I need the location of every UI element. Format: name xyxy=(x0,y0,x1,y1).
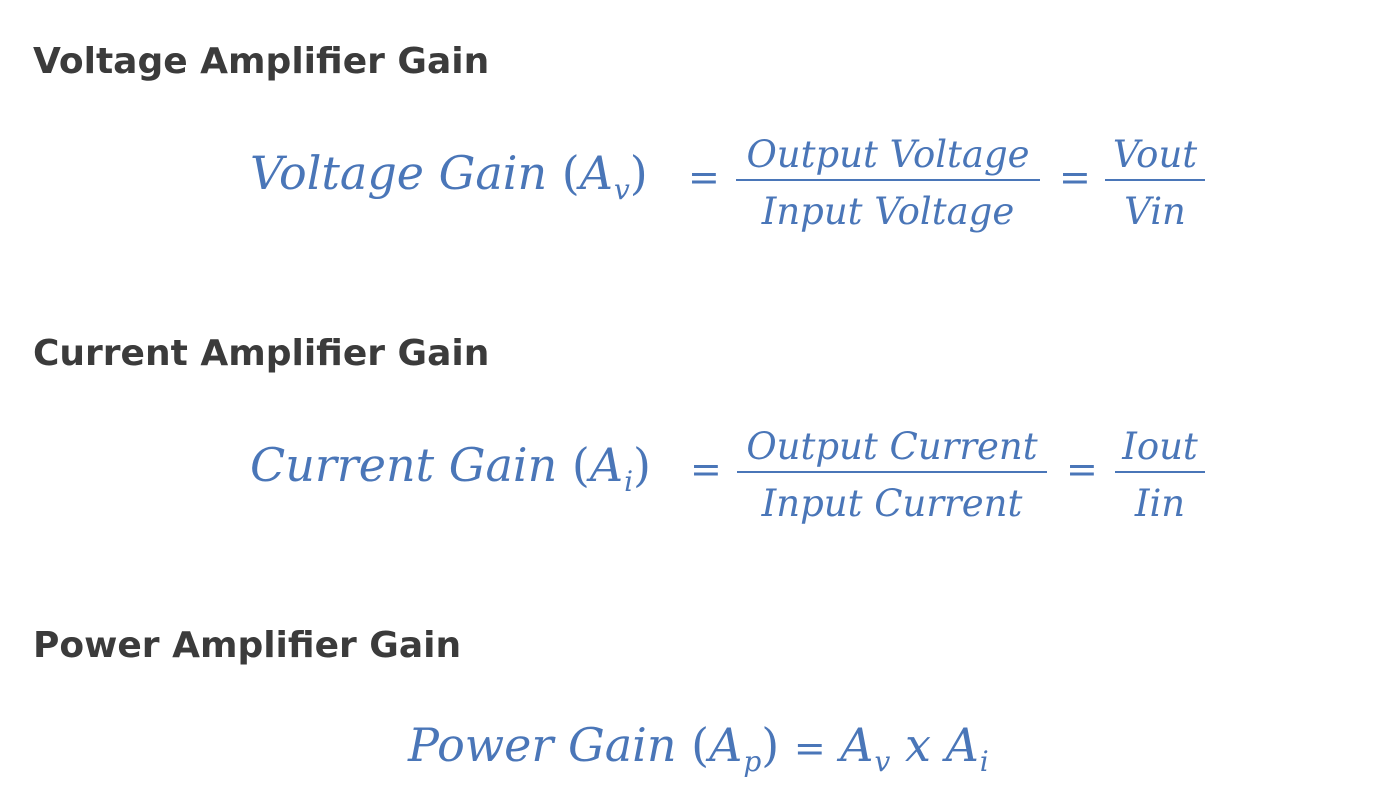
equals-sign: = xyxy=(688,155,720,199)
lhs-text: Voltage Gain xyxy=(250,146,548,200)
subscript: p xyxy=(743,745,762,778)
rhs-b: A xyxy=(945,718,979,772)
symbol: A xyxy=(709,718,743,772)
denominator: Vin xyxy=(1124,190,1186,233)
symbol: A xyxy=(589,438,624,492)
heading-voltage-gain: Voltage Amplifier Gain xyxy=(33,41,490,82)
fraction-bar xyxy=(736,179,1040,181)
equals-sign: = xyxy=(1059,155,1091,199)
equals-sign: = xyxy=(690,447,722,491)
subscript: v xyxy=(613,173,630,206)
fraction-current-words: Output Current Input Current xyxy=(737,428,1047,522)
formula-voltage-lhs: Voltage Gain (Av) xyxy=(250,146,648,206)
denominator: Input Current xyxy=(761,482,1023,525)
fraction-bar xyxy=(1105,179,1205,181)
equals-sign: = xyxy=(1066,447,1098,491)
numerator: Output Current xyxy=(746,425,1038,468)
times-sign: x xyxy=(904,718,931,772)
subscript: i xyxy=(624,465,634,498)
lhs-text: Current Gain xyxy=(250,438,558,492)
fraction-voltage-symbols: Vout Vin xyxy=(1105,136,1205,230)
fraction-bar xyxy=(1115,471,1205,473)
numerator: Vout xyxy=(1112,133,1198,176)
fraction-bar xyxy=(737,471,1047,473)
equals-sign: = xyxy=(793,726,826,770)
fraction-current-symbols: Iout Iin xyxy=(1115,428,1205,522)
heading-power-gain: Power Amplifier Gain xyxy=(33,625,462,666)
numerator: Output Voltage xyxy=(746,133,1030,176)
denominator: Iin xyxy=(1134,482,1186,525)
symbol: A xyxy=(579,146,613,200)
heading-current-gain: Current Amplifier Gain xyxy=(33,333,490,374)
rhs-b-subscript: i xyxy=(979,745,989,778)
formula-power: Power Gain (Ap) = Av x Ai xyxy=(408,718,989,778)
lhs-text: Power Gain xyxy=(408,718,677,772)
denominator: Input Voltage xyxy=(761,190,1015,233)
rhs-a: A xyxy=(840,718,874,772)
rhs-a-subscript: v xyxy=(874,745,891,778)
numerator: Iout xyxy=(1122,425,1198,468)
formula-current-lhs: Current Gain (Ai) xyxy=(250,438,651,498)
fraction-voltage-words: Output Voltage Input Voltage xyxy=(736,136,1040,230)
